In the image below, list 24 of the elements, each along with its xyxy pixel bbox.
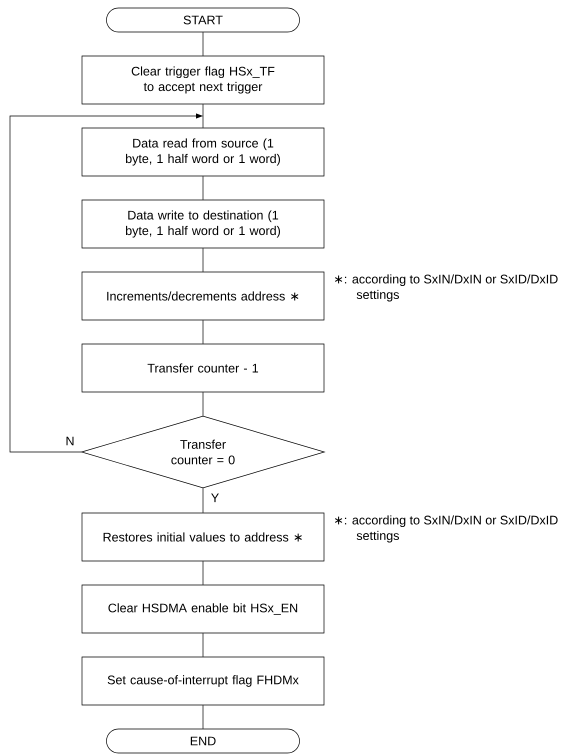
note: ∗: according to SxIN/DxIN or SxID/DxID settings: [334, 515, 558, 542]
process-box: Set cause-of-interrupt flag FHDMx: [82, 656, 324, 706]
connector: [202, 392, 204, 416]
process-box: Transfer counter - 1: [82, 344, 324, 392]
connector: [202, 104, 204, 128]
process-box: Increments/decrements address ∗: [82, 272, 324, 320]
connector: [202, 705, 204, 729]
connector: [202, 176, 204, 200]
connector: [202, 488, 204, 513]
process-box: Clear HSDMA enable bit HSx_EN: [82, 584, 324, 634]
terminal-box: START: [106, 8, 300, 32]
process-box: Clear trigger flag HSx_TF to accept next trigger: [82, 56, 324, 104]
process-box: Data write to destination (1 byte, 1 half word or 1 word): [82, 200, 324, 248]
edge-label: Y: [210, 492, 220, 504]
connector: [202, 320, 204, 344]
connector: [202, 248, 204, 272]
process-box: Restores initial values to address ∗: [82, 512, 324, 562]
connector: [202, 633, 204, 657]
note: ∗: according to SxIN/DxIN or SxID/DxID settings: [334, 274, 558, 302]
connector: [202, 32, 204, 56]
edge-label: N: [64, 436, 76, 446]
connector: [202, 561, 204, 585]
process-box: Data read from source (1 byte, 1 half word or 1 word): [82, 128, 324, 176]
terminal-box: END: [106, 728, 300, 754]
